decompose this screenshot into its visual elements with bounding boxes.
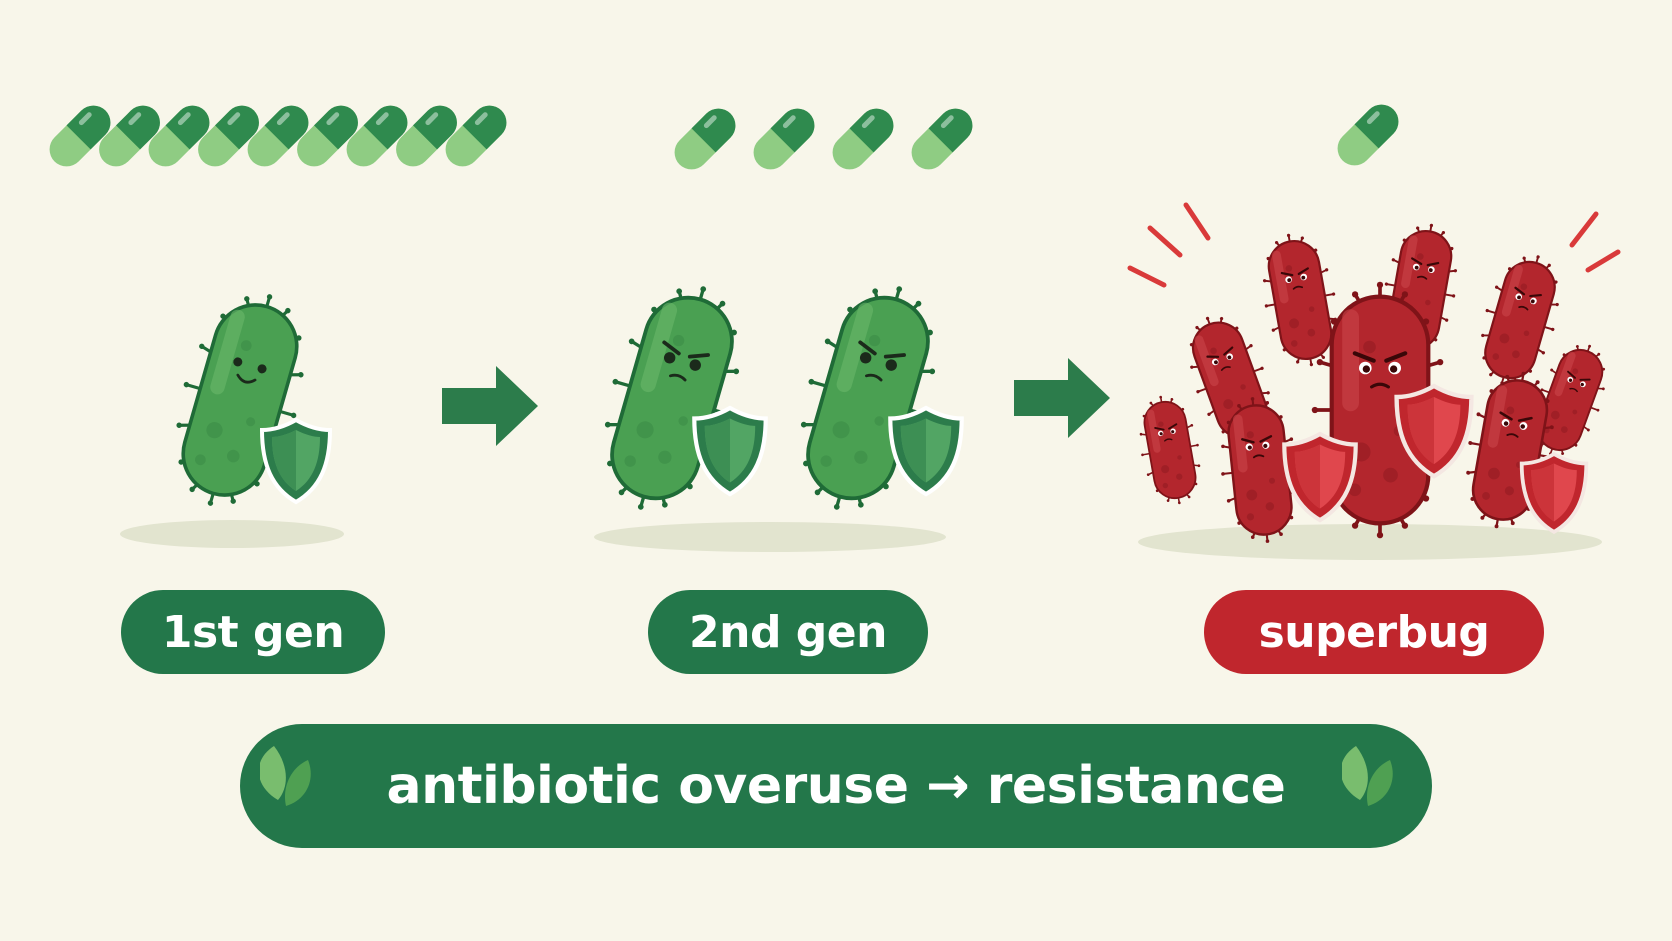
shield-icon <box>890 408 961 494</box>
capsule-icon <box>746 101 822 177</box>
bacterium-icon <box>1262 233 1338 367</box>
alarm-lines-right <box>1569 211 1621 273</box>
summary-banner: antibiotic overuse → resistance <box>240 724 1432 848</box>
stage-label-2nd-gen: 2nd gen <box>648 590 928 674</box>
shield-icon <box>260 418 332 504</box>
alarm-lines-left <box>1127 202 1211 288</box>
leaf-icon <box>1342 746 1393 806</box>
bacteria-superbug <box>1139 223 1606 543</box>
capsules-gen1 <box>42 98 514 174</box>
shield-icon <box>694 408 765 494</box>
stage-label-1st-gen: 1st gen <box>121 590 385 674</box>
leaf-icon <box>260 746 311 806</box>
capsule-icon <box>1330 97 1406 173</box>
arrow-right-icon <box>442 366 538 446</box>
capsule-icon <box>904 101 980 177</box>
capsules-superbug <box>1330 97 1406 173</box>
arrow-right-icon <box>1014 358 1110 438</box>
capsule-icon <box>825 101 901 177</box>
shield-icon <box>1519 452 1589 534</box>
bacterium-icon <box>1139 395 1201 505</box>
bacterium-icon <box>1221 397 1299 543</box>
capsules-gen2 <box>667 101 980 177</box>
ground-shadow <box>594 522 946 552</box>
bacterium-icon <box>1534 344 1606 456</box>
bacterium-icon <box>1481 255 1559 385</box>
ground-shadow <box>1138 524 1602 560</box>
bacteria-gen2 <box>604 286 962 510</box>
bacteria-gen1 <box>176 294 332 506</box>
capsule-icon <box>667 101 743 177</box>
banner-text: antibiotic overuse → resistance <box>386 756 1286 816</box>
ground-shadow <box>120 520 344 548</box>
stage-label-superbug: superbug <box>1204 590 1544 674</box>
